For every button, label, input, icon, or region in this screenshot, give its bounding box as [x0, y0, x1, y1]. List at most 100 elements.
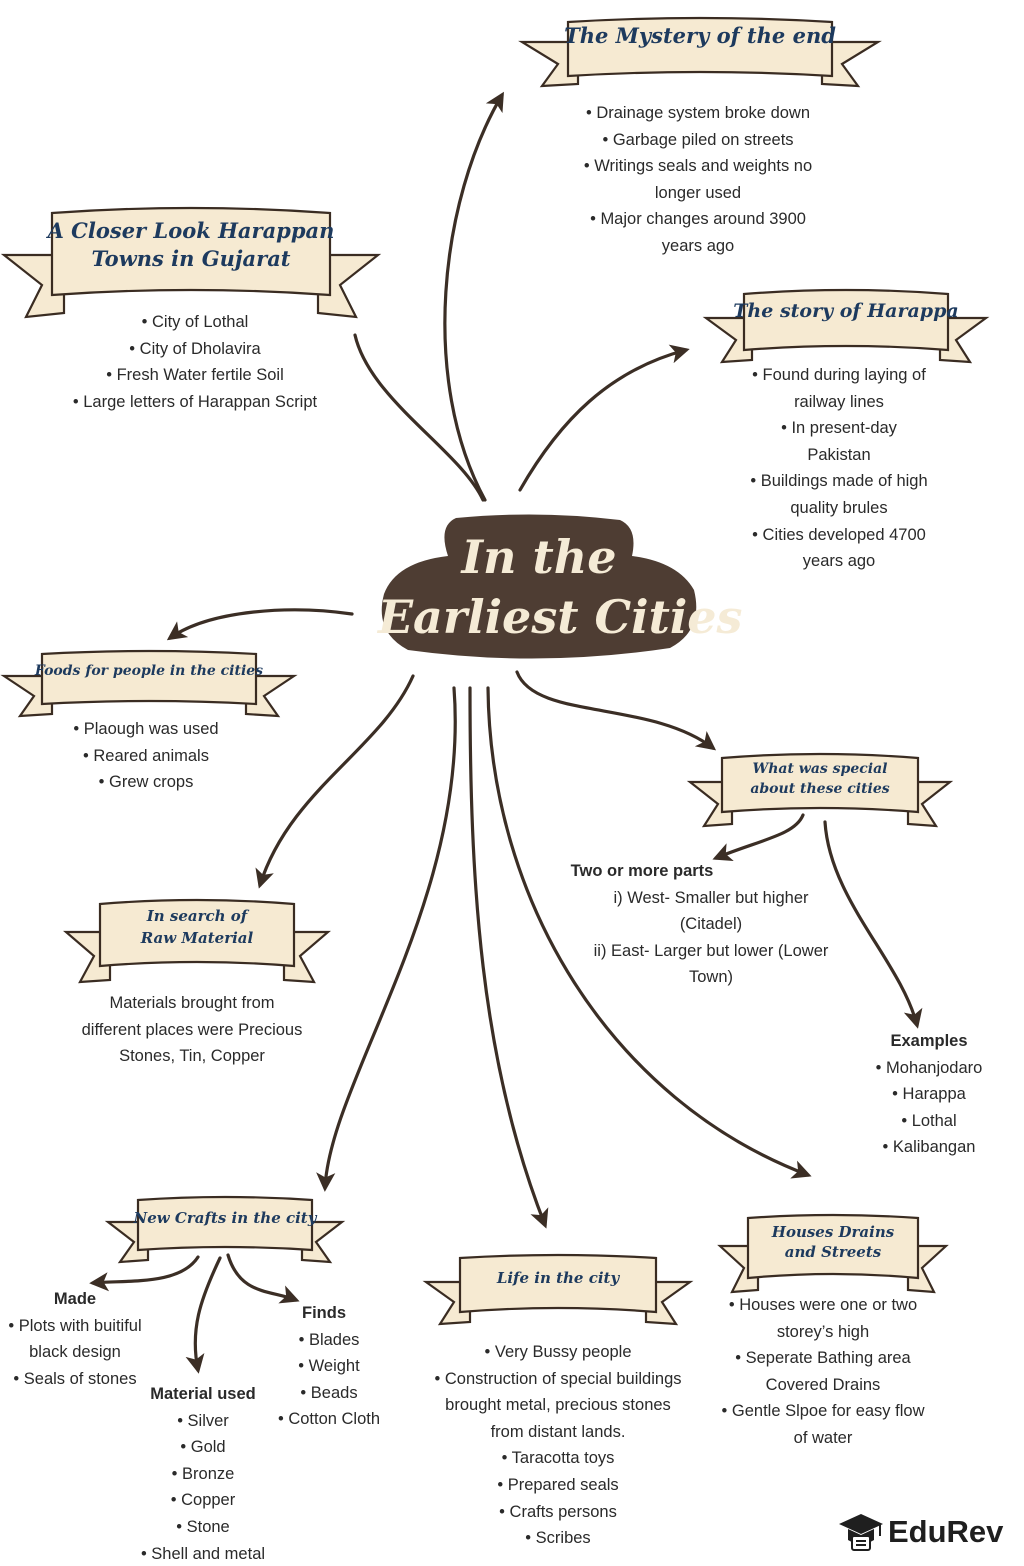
list-item: • Fresh Water fertile Soil — [106, 366, 284, 385]
list-item: • Plots with buitiful — [8, 1316, 142, 1335]
list-item: • Grew crops — [98, 773, 194, 792]
arrow-to-material — [185, 1256, 222, 1374]
crafts-finds: Finds • Blades • Weight • Beads • Cotton… — [270, 1300, 388, 1433]
list-item: Covered Drains — [765, 1375, 881, 1394]
arrow-to-mystery — [443, 91, 504, 502]
arrow-to-houses — [486, 686, 812, 1179]
banner-raw-material: In search of Raw Material — [63, 898, 331, 988]
list-item: • Lothal — [901, 1111, 957, 1130]
arrow-to-parts — [712, 813, 805, 862]
list-item: • Prepared seals — [497, 1475, 619, 1494]
center-title: In the Earliest Cities — [378, 512, 742, 662]
list-item: storey’s high — [776, 1322, 870, 1341]
houses-list: • Houses were one or two storey’s high •… — [716, 1292, 930, 1452]
gujarat-title-line2: Towns in Gujarat — [91, 246, 291, 271]
list-item: longer used — [654, 183, 742, 202]
banner-foods: Foods for people in the cities — [0, 649, 298, 722]
ribbon-shape — [104, 1195, 346, 1264]
finds-heading: Finds — [302, 1304, 346, 1322]
houses-title-line1: Houses Drains — [771, 1223, 895, 1241]
special-examples: Examples • Mohanjodaro • Harappa • Lotha… — [858, 1028, 1000, 1161]
list-item: • Weight — [298, 1357, 360, 1376]
list-item: (Citadel) — [679, 915, 743, 934]
special-title-line1: What was special — [752, 761, 888, 777]
arrow-to-harappa-story — [518, 344, 690, 492]
list-item: • Seperate Bathing area — [735, 1349, 911, 1368]
list-item: railway lines — [794, 392, 884, 411]
ribbon-shape — [63, 898, 331, 984]
list-item: • Taracotta toys — [501, 1449, 615, 1468]
ribbon-shape — [717, 1213, 949, 1294]
special-parts: Two or more parts i) West- Smaller but h… — [571, 858, 850, 991]
list-item: • Buildings made of high — [750, 472, 928, 491]
list-item: • Blades — [298, 1330, 360, 1349]
list-item: quality brules — [790, 498, 888, 517]
arrow-to-special — [515, 670, 717, 751]
harappa-story-list: • Found during laying of railway lines •… — [708, 362, 970, 575]
foods-title: Foods for people in the cities — [34, 663, 264, 679]
crafts-made: Made • Plots with buitiful black design … — [4, 1286, 146, 1392]
parts-heading: Two or more parts — [570, 862, 714, 880]
banner-mystery: The Mystery of the end — [518, 16, 882, 92]
crafts-material: Material used • Silver • Gold • Bronze •… — [136, 1381, 270, 1566]
list-item: • Shell and metal — [140, 1544, 266, 1563]
text-line: different places were Precious — [81, 1020, 303, 1039]
raw-material-title-line1: In search of — [146, 907, 248, 925]
raw-material-text: Materials brought from different places … — [70, 990, 314, 1070]
material-heading: Material used — [150, 1385, 256, 1403]
brand-name: EduRev — [888, 1514, 1004, 1549]
ribbon-shape — [518, 16, 882, 88]
list-item: • Mohanjodaro — [875, 1058, 983, 1077]
list-item: • Silver — [177, 1411, 229, 1430]
list-item: brought metal, precious stones — [445, 1396, 671, 1415]
center-title-badge — [381, 514, 697, 659]
list-item: • Drainage system broke down — [585, 104, 811, 122]
list-item: years ago — [661, 236, 735, 255]
banner-life: Life in the city — [422, 1253, 694, 1330]
list-item: ii) East- Larger but lower (Lower — [593, 941, 829, 960]
list-item: • Copper — [170, 1491, 236, 1510]
list-item: Pakistan — [807, 445, 871, 464]
ribbon-shape — [702, 288, 990, 364]
arrow-to-crafts — [316, 686, 457, 1192]
list-item: from distant lands. — [490, 1422, 626, 1441]
list-item: • Large letters of Harappan Script — [72, 392, 318, 411]
list-item: • Cotton Cloth — [277, 1410, 381, 1429]
list-item: • City of Dholavira — [129, 339, 261, 358]
gujarat-list: • City of Lothal • City of Dholavira • F… — [40, 309, 350, 415]
mystery-list: • Drainage system broke down • Garbage p… — [548, 100, 848, 260]
brand-logo: EduRev — [838, 1508, 1018, 1554]
list-item: • Very Bussy people — [484, 1343, 632, 1361]
arrow-to-gujarat — [353, 333, 485, 502]
ribbon-shape — [686, 752, 954, 828]
banner-houses: Houses Drains and Streets — [717, 1213, 949, 1298]
foods-list: • Plaough was used • Reared animals • Gr… — [40, 716, 252, 796]
ribbon-shape — [422, 1253, 694, 1326]
list-item: • Found during laying of — [752, 366, 926, 384]
list-item: • Gold — [180, 1438, 226, 1457]
arrow-to-foods — [166, 608, 354, 641]
ribbon-shape — [0, 206, 382, 319]
crafts-title: New Crafts in the city — [133, 1209, 317, 1227]
list-item: • Gentle Slpoe for easy flow — [721, 1402, 925, 1421]
list-item: • Plaough was used — [73, 720, 219, 738]
list-item: • In present-day — [781, 419, 897, 438]
list-item: Town) — [688, 968, 733, 987]
banner-crafts: New Crafts in the city — [104, 1195, 346, 1268]
text-line: Materials brought from — [109, 994, 275, 1012]
mystery-title: The Mystery of the end — [564, 23, 836, 48]
list-item: • Kalibangan — [882, 1138, 976, 1157]
arrow-to-life — [468, 686, 549, 1229]
list-item: • Crafts persons — [499, 1502, 617, 1521]
banner-harappa-story: The story of Harappa — [702, 288, 990, 368]
list-item: • Construction of special buildings — [434, 1369, 682, 1388]
list-item: • Houses were one or two — [728, 1296, 918, 1314]
text-line: Stones, Tin, Copper — [119, 1047, 265, 1066]
list-item: • Beads — [300, 1383, 358, 1402]
list-item: • Bronze — [171, 1464, 235, 1483]
life-list: • Very Bussy people • Construction of sp… — [420, 1339, 696, 1552]
list-item: • Writings seals and weights no — [583, 157, 813, 176]
arrow-to-finds — [226, 1253, 300, 1304]
special-title-line2: about these cities — [750, 781, 890, 797]
